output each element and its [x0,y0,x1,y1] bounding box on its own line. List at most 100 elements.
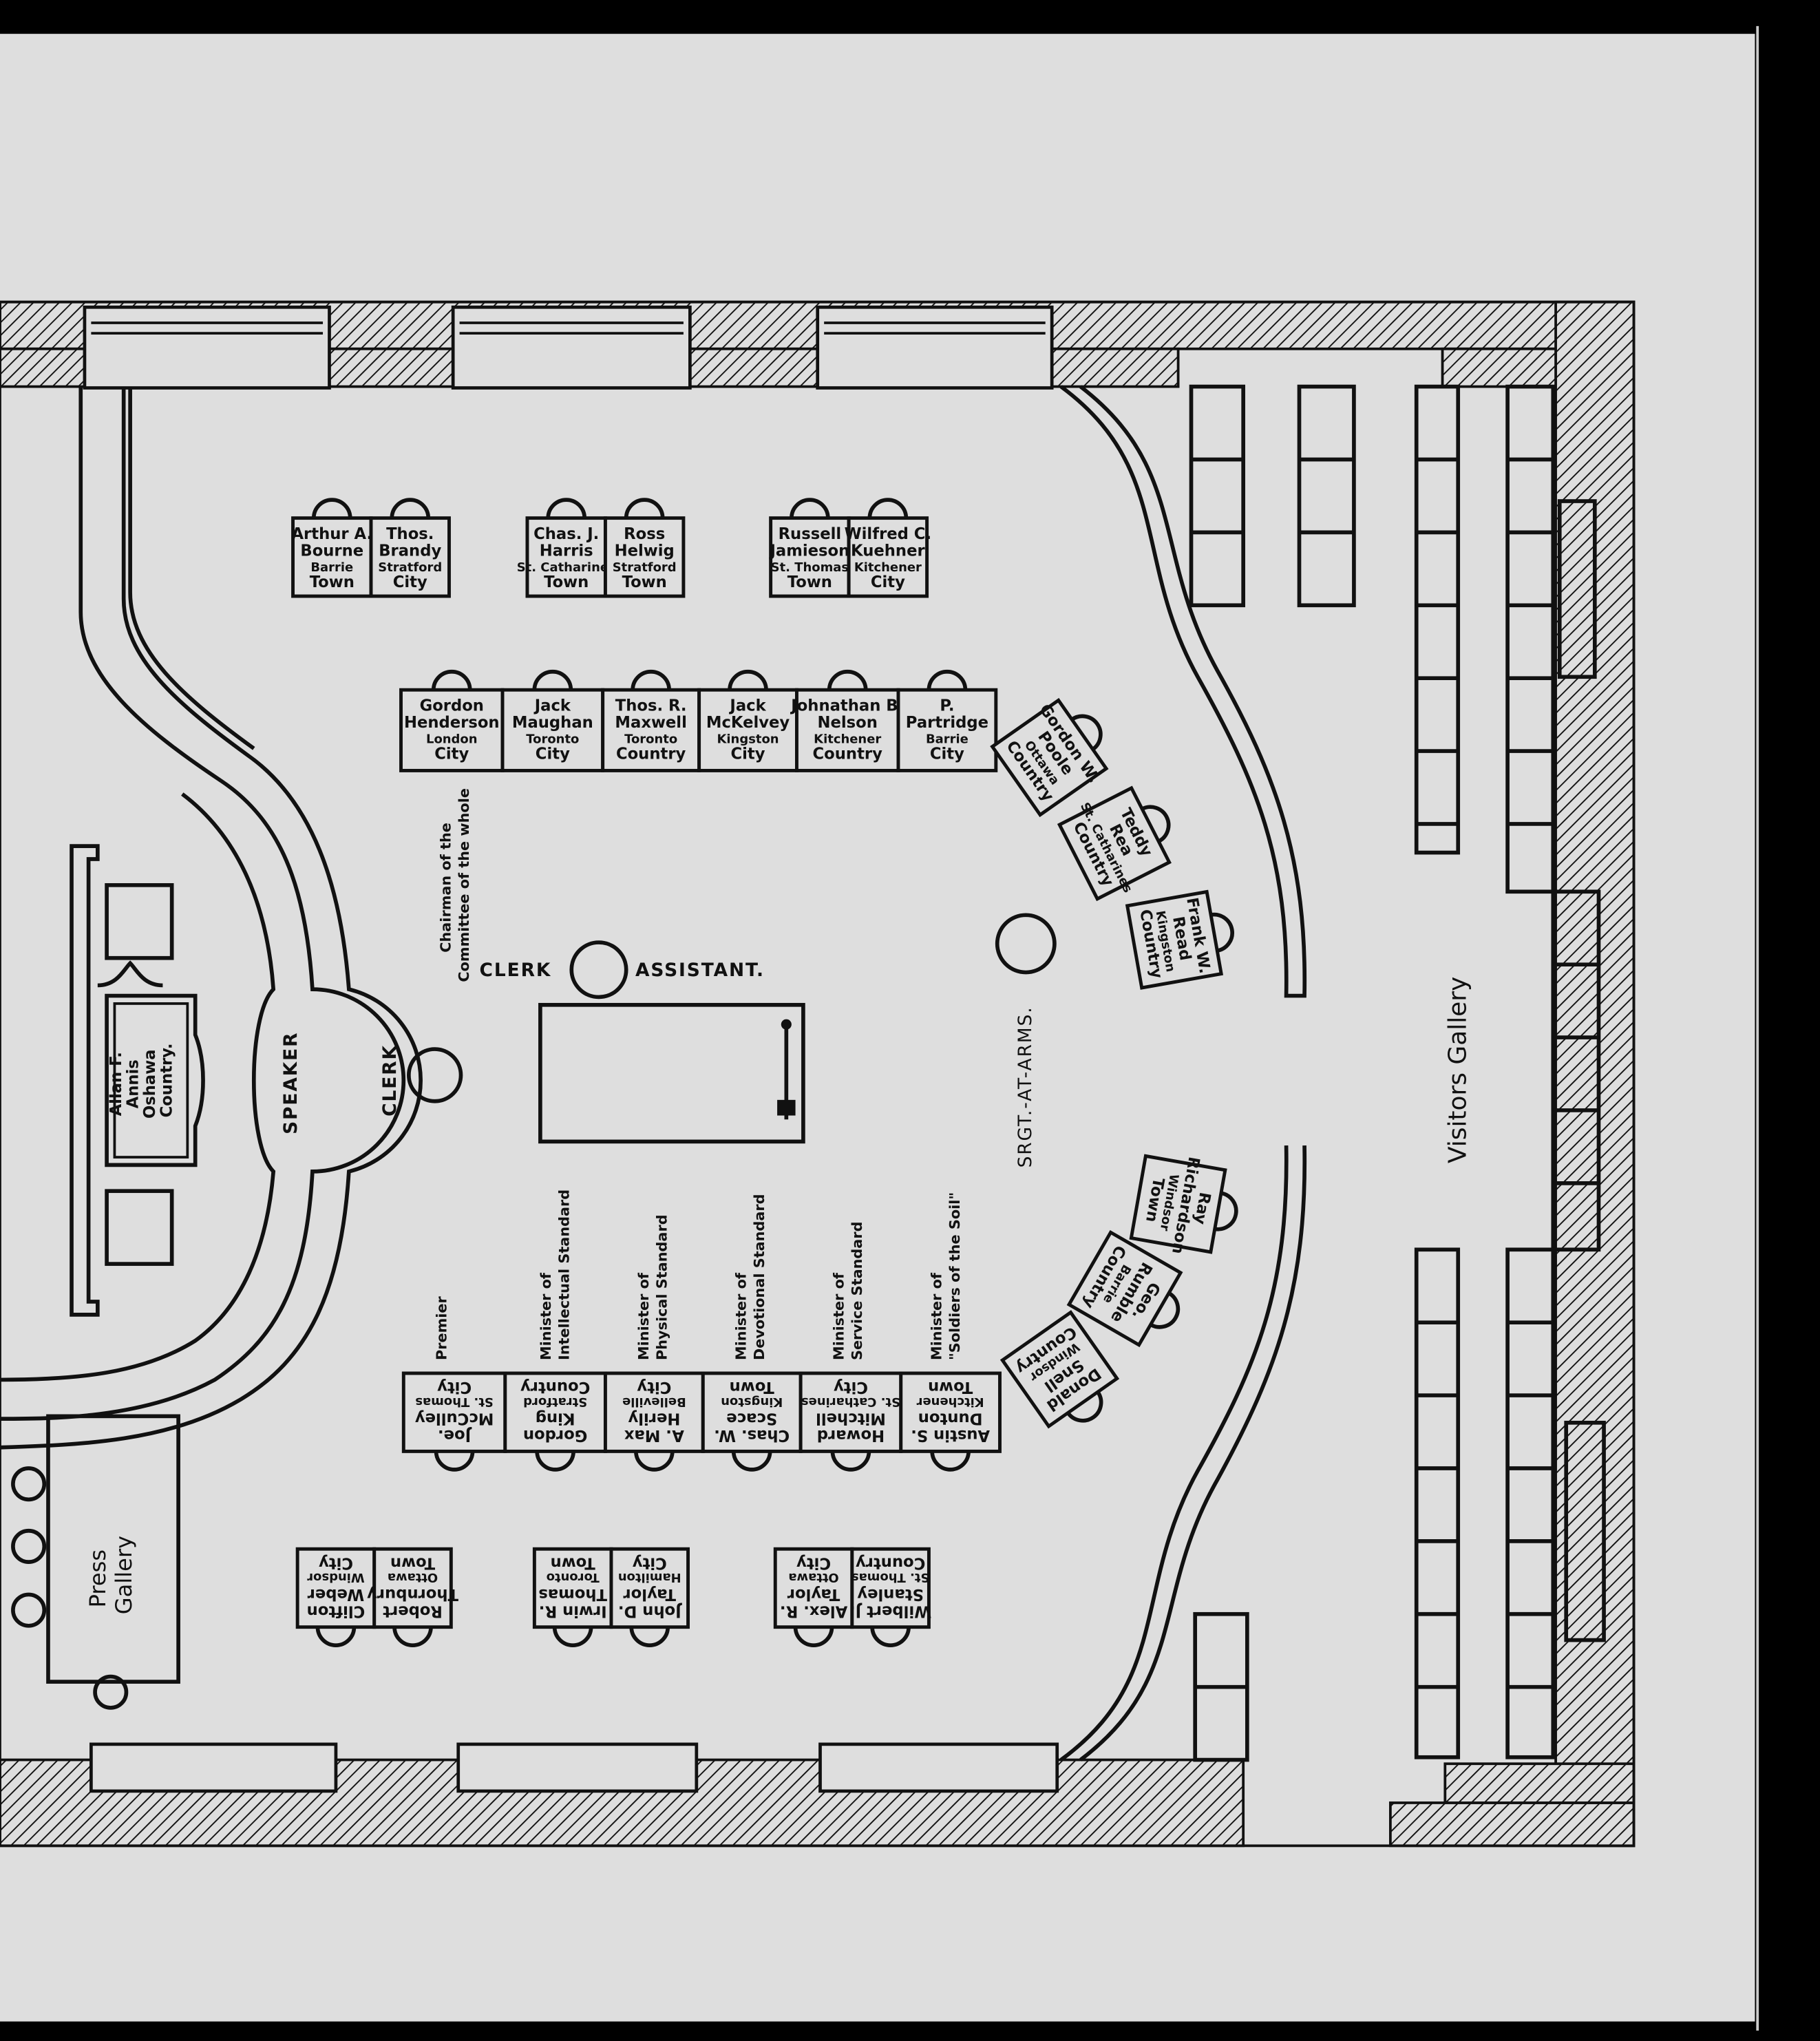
member-name: RobertThornburyOttawaTown [367,1554,458,1620]
member-desk[interactable]: RayRichardsonWindsorTown [1129,1149,1244,1263]
clerk-label: CLERK [379,1044,401,1117]
gallery-benches [1189,384,1606,1762]
assistant-label: ASSISTANT. [635,960,765,981]
member-name: DonaldSnellWindsorCountry [1013,1322,1108,1417]
desk-outline [769,516,851,598]
bench [1297,384,1356,608]
desk-outline [295,1547,377,1629]
chair-icon [434,1451,475,1472]
chair-icon [867,498,909,518]
speaker-enclosure: SPEAKER [0,386,423,1450]
chair-icon [431,669,472,690]
desk-outline [701,1371,803,1453]
member-name: John D.TaylorHamiltonCity [618,1554,683,1620]
member-desk[interactable]: Wilbert J.StanleySt. ThomasCountry [849,1547,931,1647]
member-desk[interactable]: HowardMitchellSt. CatharinesCity [798,1371,903,1472]
desk-outline [601,688,701,772]
member-desk[interactable]: John D.TaylorHamiltonCity [609,1547,690,1647]
chair-icon [629,1627,670,1647]
member-name: Austin S.DuntonKitchenerTown [911,1378,990,1444]
member-desk[interactable]: CliftonWeberWindsorCity [295,1547,377,1647]
bench [1414,384,1461,855]
bench [1189,384,1246,608]
press-gallery-label: Gallery [111,1536,137,1614]
svg-text:Chairman of the Committe: Chairman of the Committee of the whole [437,788,472,982]
desk-outline [1125,889,1224,990]
clerks-table [538,1002,805,1144]
chair-icon [1210,912,1234,953]
member-desk[interactable]: RobertThornburyOttawaTown [367,1547,458,1647]
member-desk[interactable]: Alex. R.TaylorOttawaCity [773,1547,854,1647]
chair-icon [731,1451,772,1472]
chair-icon [315,1627,357,1647]
chair-icon [546,498,587,518]
chair-icon [1066,1390,1103,1423]
member-desk[interactable]: Geo.RumbleBarrieCountry [1066,1229,1196,1354]
desk-outline [291,516,373,598]
desk-outline [1057,785,1172,902]
sergeant-seat [995,913,1057,975]
desk-outline [899,1371,1002,1453]
desk-outline [401,1371,507,1453]
chair-icon [1141,805,1171,843]
member-desk[interactable]: Joe.McCulleySt. ThomasCity [401,1371,507,1472]
member-name: CliftonWeberWindsorCity [307,1554,366,1620]
desk-outline [603,516,686,598]
chair-icon [728,669,768,690]
desk-outline [999,1310,1120,1429]
member-desk[interactable]: A. MaxHerilyBellevilleCity [603,1371,705,1472]
member-desk[interactable]: Austin S.DuntonKitchenerTown [899,1371,1002,1472]
desk-outline [795,688,900,772]
desk-outline [500,688,605,772]
member-name: Frank W.ReadKingstonCountry [1135,896,1214,983]
member-desk[interactable]: DonaldSnellWindsorCountry [999,1310,1128,1441]
chair-icon [392,1627,433,1647]
clerk-assistant-label: CLERK [480,960,552,981]
desk-outline [1129,1154,1227,1254]
desk-outline [990,697,1109,818]
desk-outline [609,1547,690,1629]
mace-icon [777,1019,796,1120]
press-gallery-label: Press [85,1550,111,1608]
member-name: Alex. R.TaylorOttawaCity [780,1554,847,1620]
member-desk[interactable]: Irwin R.ThomasTorontoTown [532,1547,613,1647]
desk-outline [697,688,798,772]
member-desk[interactable]: GordonKingStratfordCountry [503,1371,607,1472]
bench [1414,1247,1461,1759]
desk-outline [896,688,998,772]
desk-outline [773,1547,854,1629]
desk-outline [525,516,607,598]
chair-icon [827,669,868,690]
chair-icon [634,1451,675,1472]
minister-label: Minister of"Soldiers of the Soil" [928,1192,962,1360]
bench [1505,384,1556,894]
member-desk[interactable]: Frank W.ReadKingstonCountry [1125,889,1240,990]
press-gallery: Press Gallery [11,1414,180,1710]
desk-outline [399,688,505,772]
bench [1505,1247,1556,1759]
svg-text:Press Gallery: Press Gallery [85,1536,137,1614]
member-desk[interactable]: Chas. W.ScaceKingstonTown [701,1371,803,1472]
chair-icon [870,1627,911,1647]
member-name: Irwin R.ThomasTorontoTown [538,1554,607,1620]
member-name: A. MaxHerilyBellevilleCity [622,1378,686,1444]
